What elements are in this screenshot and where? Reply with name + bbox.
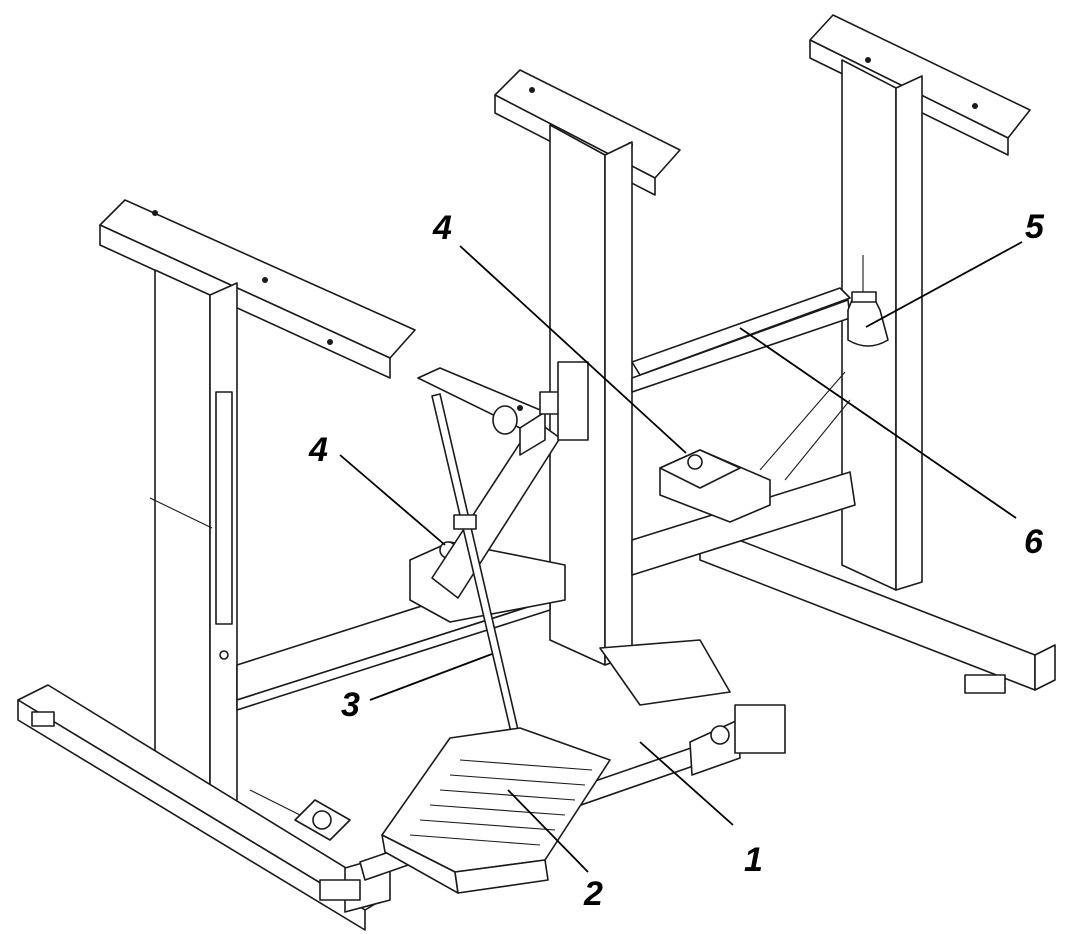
leader-4-center (459, 245, 687, 454)
leader-3 (369, 653, 493, 701)
rear-cross-rails (631, 287, 856, 576)
callout-4-center: 4 (433, 209, 452, 247)
callout-3: 3 (341, 686, 360, 724)
leader-2 (507, 789, 589, 873)
callout-1: 1 (744, 841, 763, 879)
leader-5 (865, 241, 1023, 328)
callout-4-left: 4 (309, 431, 328, 469)
oil-bottle (847, 255, 889, 347)
leader-lines (339, 241, 1023, 873)
callout-5: 5 (1025, 208, 1044, 246)
rear-right-leg (699, 14, 1056, 694)
front-left-leg (99, 199, 416, 809)
leader-4-left (339, 454, 446, 546)
crank-arm (417, 361, 589, 456)
leader-1 (639, 741, 734, 826)
callout-6: 6 (1024, 523, 1043, 561)
front-base (17, 684, 391, 931)
foot-pedal (381, 727, 611, 894)
leader-6 (739, 327, 1017, 519)
callout-2: 2 (584, 875, 603, 913)
front-cross-rails (236, 541, 566, 711)
